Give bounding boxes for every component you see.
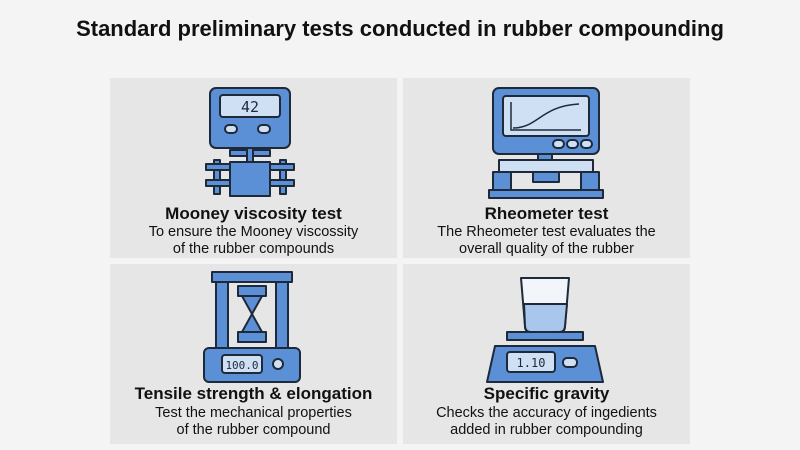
mooney-display-value: 42 [241,98,259,116]
mooney-viscometer-icon: 42 [205,87,295,197]
card-title: Mooney viscosity test [165,204,342,223]
card-description-line: of the rubber compounds [172,241,335,257]
card-description-line: To ensure the Mooney viscossity [148,224,359,240]
rheometer-icon [488,87,604,199]
card-title: Tensile strength & elongation [134,384,373,403]
tensile-tester-icon: 100.0 [203,271,301,383]
card-description-line: added in rubber compounding [450,422,643,438]
tensile-display-value: 100.0 [225,359,258,372]
card-description: The Rheometer test evaluates the overall… [403,224,690,258]
card-description-line: Test the mechanical properties [155,405,352,421]
card-description: To ensure the Mooney viscossity of the r… [110,224,397,258]
card-mooney-viscosity: 42 Mooney viscosity test To ensure the M… [110,78,397,258]
card-description: Checks the accuracy of ingedients added … [403,405,690,439]
card-description-line: Checks the accuracy of ingedients [436,405,657,421]
card-description-line: of the rubber compound [176,422,331,438]
tests-grid: 42 Mooney viscosity test To ensure the M… [110,78,690,444]
card-tensile-strength: 100.0 Tensile strength & elongation Test… [110,264,397,444]
card-specific-gravity: 1.10 Specific gravity Checks the accurac… [403,264,690,444]
page-title: Standard preliminary tests conducted in … [76,16,724,41]
card-rheometer: Rheometer test The Rheometer test evalua… [403,78,690,258]
card-description: Test the mechanical properties of the ru… [110,405,397,439]
scale-beaker-icon: 1.10 [486,277,604,383]
card-title: Rheometer test [484,204,609,223]
card-title: Specific gravity [483,384,610,403]
card-description-line: overall quality of the rubber [459,241,634,257]
scale-display-value: 1.10 [517,356,546,370]
card-description-line: The Rheometer test evaluates the [437,224,656,240]
